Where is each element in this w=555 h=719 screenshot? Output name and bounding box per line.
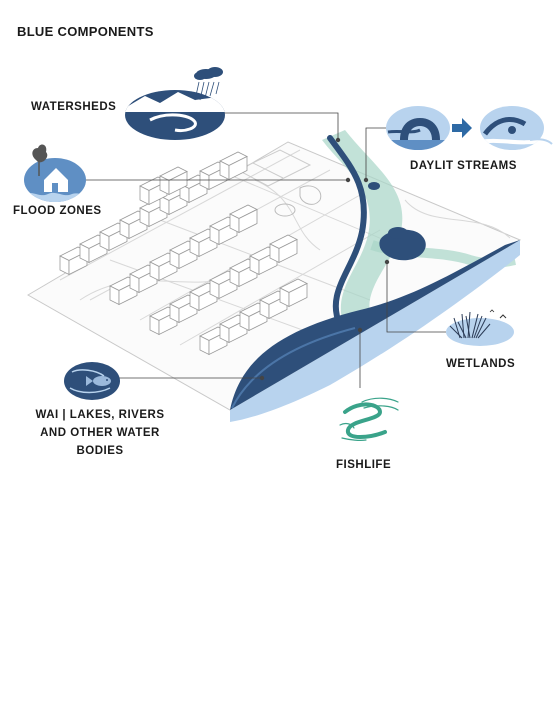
daylight-stream-icon (386, 106, 553, 150)
label-wai-line1: WAI | LAKES, RIVERS (35, 409, 165, 421)
building-face (228, 155, 248, 181)
label-daylit-streams: DAYLIT STREAMS (410, 160, 517, 172)
label-watersheds: WATERSHEDS (31, 101, 117, 113)
fish-icon (64, 362, 120, 400)
building-face (238, 208, 258, 234)
building-face (288, 282, 308, 308)
flood-house-icon (24, 144, 86, 202)
label-flood-zones: FLOOD ZONES (13, 205, 102, 217)
watershed-icon (125, 67, 225, 140)
wetland-icon (446, 309, 514, 346)
label-wai: WAI | LAKES, RIVERS AND OTHER WATER BODI… (32, 406, 168, 460)
lake-water-body (230, 240, 520, 422)
label-wai-line2: AND OTHER WATER (40, 427, 160, 439)
fishlife-river-icon (339, 397, 399, 441)
buildings (59, 151, 308, 356)
building-face (168, 170, 188, 196)
label-wai-line3: BODIES (76, 445, 124, 457)
page-title: BLUE COMPONENTS (17, 24, 154, 39)
leader-lines (86, 112, 446, 388)
label-wetlands: WETLANDS (446, 358, 516, 370)
building-face (278, 238, 298, 264)
label-fishlife: FISHLIFE (336, 459, 392, 471)
